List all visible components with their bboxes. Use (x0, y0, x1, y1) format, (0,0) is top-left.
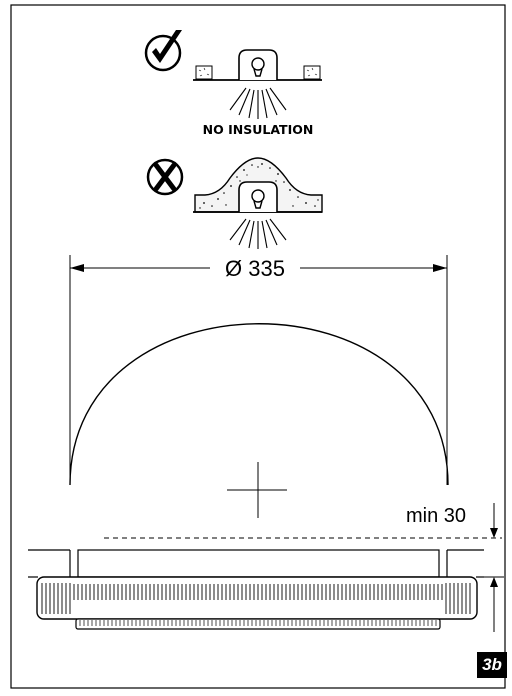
min-clearance-label: min 30 (406, 505, 466, 527)
bottom-diffuser (75, 618, 441, 630)
insulation-speckle (199, 163, 319, 209)
no-insulation-label: NO INSULATION (203, 122, 314, 137)
dome-outline (69, 323, 449, 486)
lamp-housing (238, 181, 278, 212)
fixture-side-profile (28, 549, 484, 630)
check-mark-icon (144, 30, 182, 72)
arrow-left-icon (70, 264, 84, 272)
mounting-base (77, 549, 440, 578)
diameter-label: Ø 335 (225, 256, 285, 281)
lamp-housing (238, 49, 278, 80)
incorrect-installation-illustration (146, 157, 323, 249)
figure-number-badge: 3b (477, 652, 507, 678)
light-rays (229, 87, 287, 119)
arrow-down-icon (490, 528, 498, 538)
min-clearance-dimension: min 30 (104, 503, 504, 632)
ribbed-ring (36, 576, 478, 620)
light-rays (229, 218, 287, 249)
ceiling-block-right (303, 65, 321, 80)
bulb-icon (251, 189, 265, 203)
page-frame (10, 4, 506, 689)
cross-mark-icon (146, 158, 184, 196)
ceiling-block-left (195, 65, 213, 80)
bulb-icon (251, 57, 265, 71)
arrow-up-icon (490, 577, 498, 587)
center-crosshair (227, 462, 287, 518)
correct-installation-illustration: NO INSULATION (144, 30, 322, 137)
diameter-dimension: Ø 335 (69, 255, 448, 485)
arrow-right-icon (433, 264, 447, 272)
